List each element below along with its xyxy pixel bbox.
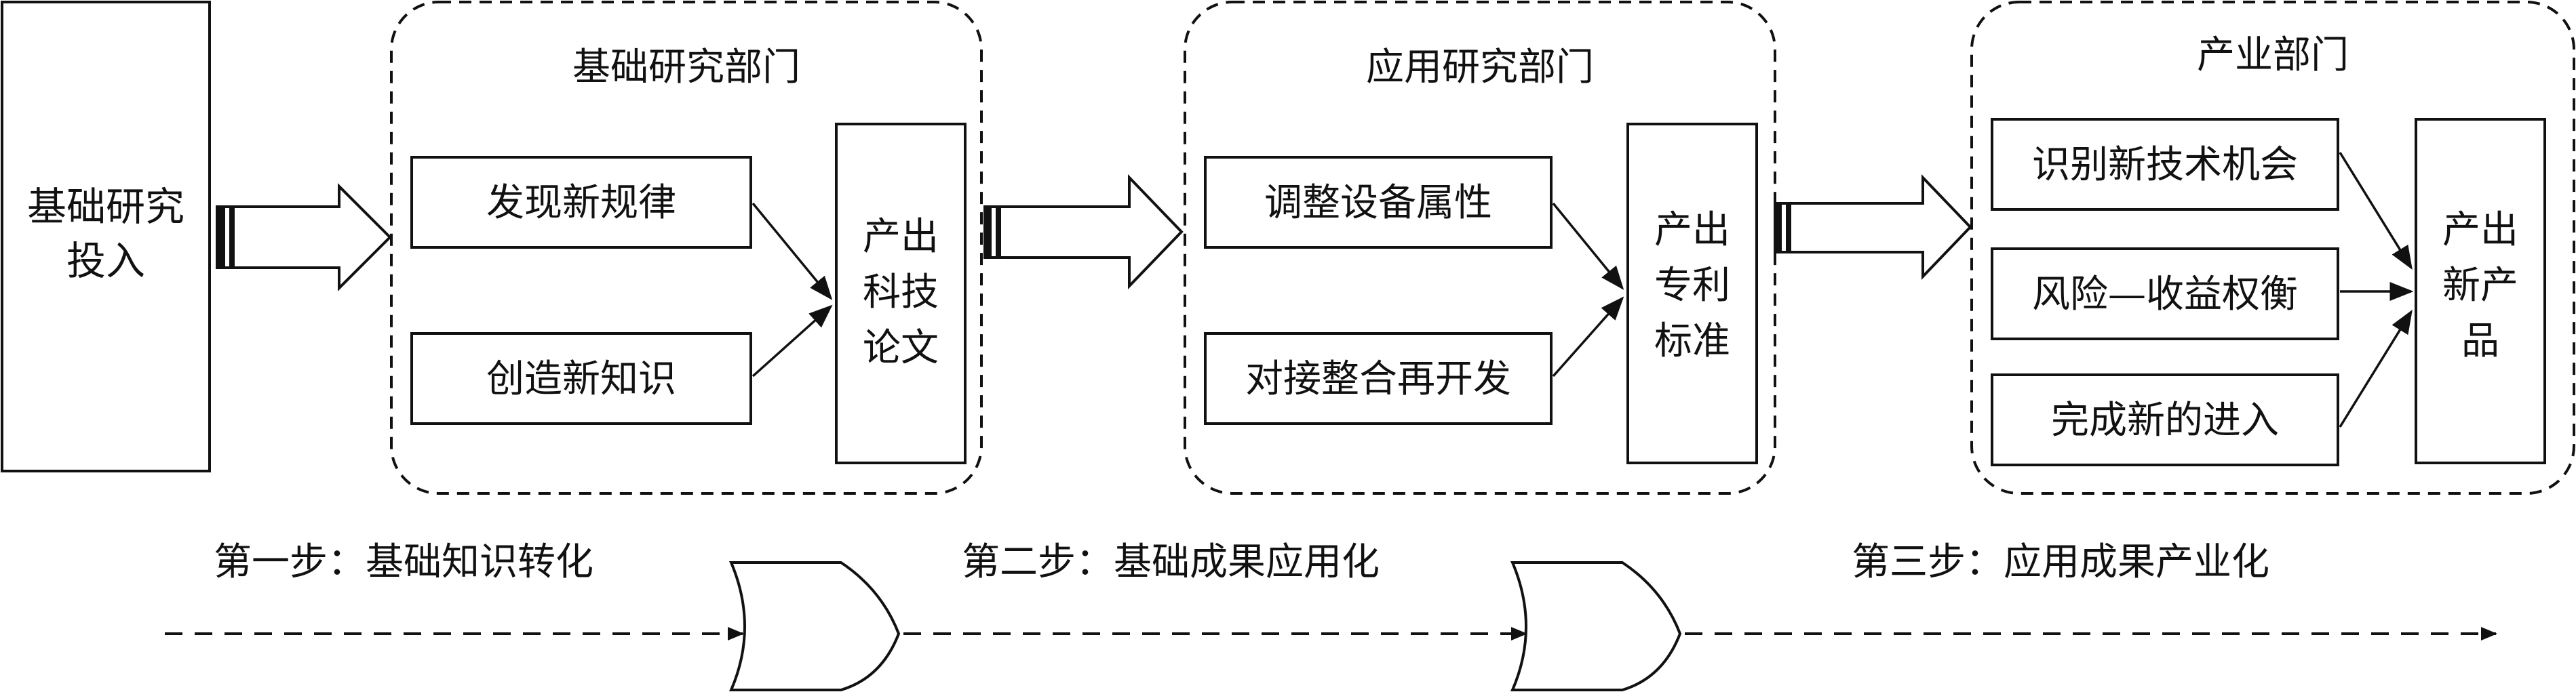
big-arrow-1: [216, 183, 392, 291]
step-label-2: 第二步：基础成果应用化: [962, 540, 1380, 584]
output-label-line1: 产出: [863, 215, 939, 259]
item-box: [1991, 247, 2339, 340]
department-basic-research: 基础研究部门 发现新规律 创造新知识 产出 科技 论文: [390, 1, 983, 495]
output-label-line2: 专利: [1654, 264, 1730, 308]
output-label-line2: 科技: [863, 270, 939, 314]
item-label: 调整设备属性: [1264, 181, 1492, 225]
output-label-line2: 新产: [2442, 264, 2518, 308]
step-gate-2: [1510, 561, 1682, 691]
department-title: 应用研究部门: [1366, 45, 1594, 89]
item-box: [1204, 156, 1553, 249]
item-label: 识别新技术机会: [2032, 143, 2298, 187]
department-title: 产业部门: [2197, 33, 2349, 77]
step-gate-1: [728, 561, 901, 691]
output-label-line1: 产出: [2442, 208, 2518, 252]
step-label-3: 第三步：应用成果产业化: [1852, 540, 2269, 584]
research-input-label-line1: 基础研究: [27, 184, 184, 230]
output-label-line3: 论文: [863, 326, 939, 370]
research-input-label-line2: 投入: [66, 238, 145, 284]
item-label: 风险—收益权衡: [2032, 272, 2298, 317]
department-industry: 产业部门 识别新技术机会 风险—收益权衡 完成新的进入 产出 新产 品: [1970, 1, 2575, 495]
step-timeline: [165, 561, 2497, 691]
flow-arrow: [1552, 202, 1624, 290]
item-box: [1991, 373, 2339, 466]
output-box: [2415, 118, 2546, 464]
item-label: 完成新的进入: [2051, 399, 2279, 443]
output-box: [835, 123, 967, 464]
department-title: 基础研究部门: [572, 45, 800, 89]
flow-arrow: [752, 304, 833, 378]
item-box: [1991, 118, 2339, 211]
flow-arrow: [752, 202, 833, 300]
step-label-1: 第一步：基础知识转化: [214, 540, 593, 584]
output-box: [1626, 123, 1758, 464]
big-arrow-3: [1774, 174, 1972, 280]
item-label: 发现新规律: [486, 181, 676, 225]
item-box: [410, 332, 752, 425]
department-applied-research: 应用研究部门 调整设备属性 对接整合再开发 产出 专利 标准: [1184, 1, 1776, 495]
big-arrow-2: [983, 174, 1184, 289]
item-box: [1204, 332, 1553, 425]
output-label-line3: 品: [2461, 319, 2499, 363]
flow-arrow: [2339, 152, 2413, 270]
output-label-line1: 产出: [1654, 208, 1730, 252]
item-label: 对接整合再开发: [1245, 357, 1511, 401]
flow-arrow: [2339, 310, 2413, 428]
research-input-box: 基础研究 投入: [1, 1, 211, 472]
item-box: [410, 156, 752, 249]
output-label-line3: 标准: [1654, 319, 1730, 363]
flow-arrow: [1552, 296, 1624, 378]
item-label: 创造新知识: [486, 357, 676, 401]
